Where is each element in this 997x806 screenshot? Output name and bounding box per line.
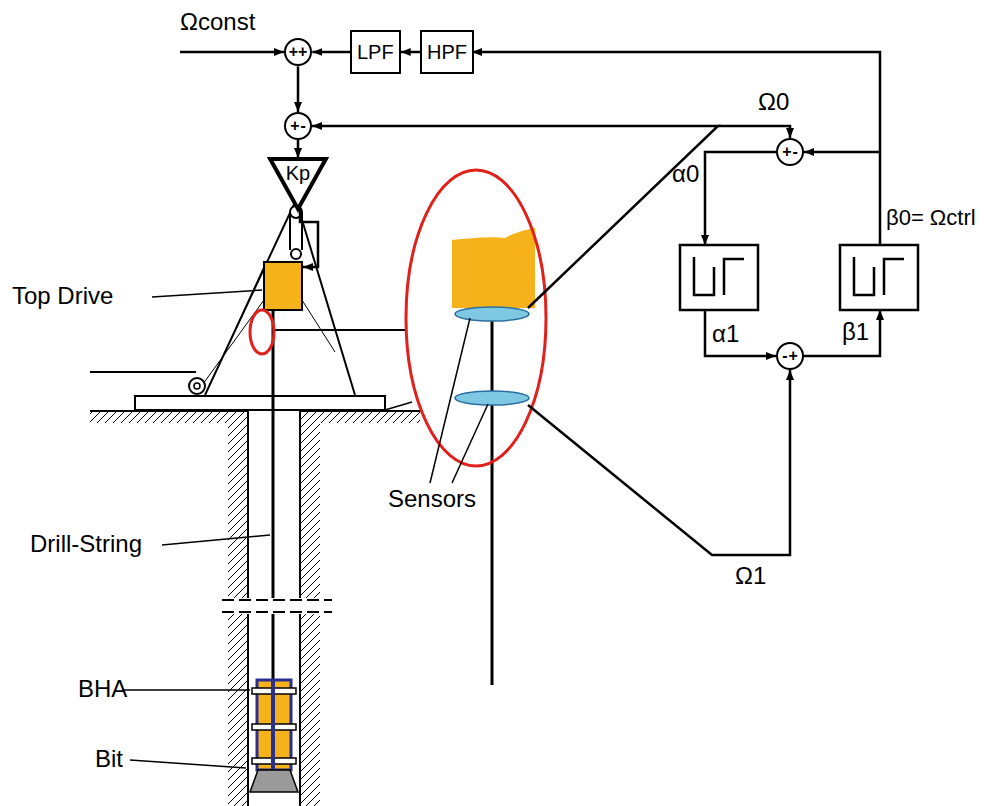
inset-link — [275, 329, 406, 331]
signal-label: β1 — [842, 318, 869, 346]
filter-box: HPF — [420, 30, 474, 74]
rig-floor — [135, 396, 385, 410]
signal-label: Top Drive — [12, 282, 113, 310]
gain-triangle: Kp — [269, 158, 327, 210]
signal-arrow — [297, 66, 300, 112]
derrick — [90, 200, 355, 395]
bit — [250, 770, 298, 792]
backlash-block — [680, 245, 918, 310]
signal-label: Ωconst — [180, 8, 255, 36]
node-text: + — [782, 143, 791, 161]
signal-label: β0= Ωctrl — [886, 205, 976, 230]
signal-label: BHA — [78, 675, 127, 703]
signal-label: α1 — [712, 320, 739, 348]
summing-junction: ++ — [284, 38, 313, 67]
signal-label: Drill-String — [30, 530, 142, 558]
leader-line — [122, 290, 488, 768]
top-drive — [264, 262, 302, 310]
signal-wire — [180, 52, 880, 555]
node-text: LPF — [357, 41, 394, 63]
node-text: + — [290, 117, 299, 135]
string-break — [222, 598, 332, 614]
summing-junction: +- — [776, 138, 804, 166]
summing-junction: -+ — [776, 342, 804, 370]
signal-label: α0 — [672, 160, 699, 188]
signal-arrow — [297, 140, 300, 158]
signal-label: Ω0 — [758, 88, 789, 116]
summing-junction: +- — [284, 112, 312, 140]
signal-label: Sensors — [388, 485, 476, 513]
signal-label: Ω1 — [735, 562, 766, 590]
signal-label: Bit — [95, 745, 123, 773]
node-text: - — [793, 143, 798, 161]
node-text: - — [301, 117, 306, 135]
signal-arrow — [312, 51, 350, 54]
node-text: ++ — [289, 43, 308, 61]
ground — [90, 411, 420, 806]
highlight-ellipse — [250, 310, 274, 354]
node-text: HPF — [427, 41, 467, 63]
sensor-inset — [406, 170, 546, 685]
drill-string — [272, 310, 275, 680]
node-text: Kp — [286, 162, 310, 184]
signal-arrow — [401, 51, 420, 54]
node-text: - — [782, 347, 787, 365]
filter-box: LPF — [350, 30, 401, 74]
bha — [252, 680, 296, 770]
node-text: + — [788, 347, 797, 365]
